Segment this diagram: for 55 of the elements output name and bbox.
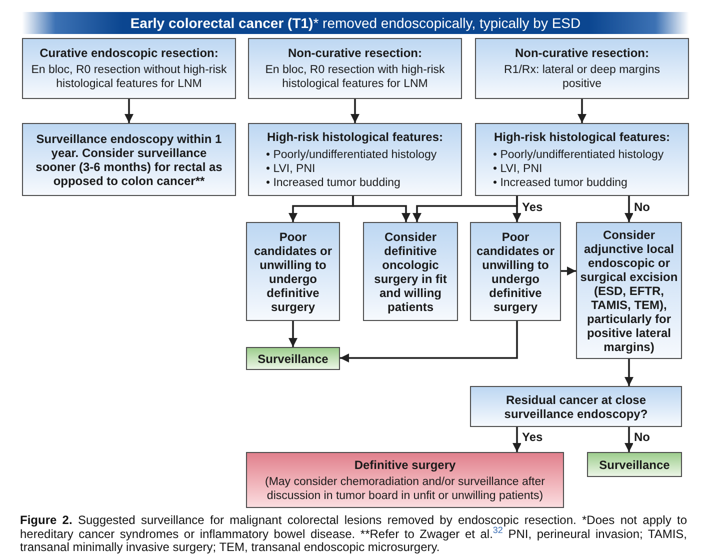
outcome-box	[587, 452, 682, 477]
figure-caption: Figure 2. Suggested surveillance for malignant colorectal lesions removed by endoscopic resection. *Does not apply to hereditary cancer syndromes or inflammatory bowel disease. **Refer to Zwager et al.$^{32}$ PNI, perineural invasion; TAMIS, transanal minimally invasive surgery; TEM, transanal endoscopic microsurgery.	[20, 514, 687, 554]
bullet-item: • Poorly/undifferentiated histology	[493, 148, 665, 162]
box-label: Residual cancer at close surveillance endoscopy?	[503, 392, 649, 420]
box-label: Surveillance	[599, 458, 670, 472]
title-banner: Early colorectal cancer (T1)* removed endoscopically, typically by ESD	[22, 12, 689, 34]
bullet-item: • Increased tumor budding	[266, 176, 402, 190]
box-label: Surveillance	[258, 352, 328, 366]
box-heading: Non-curative resection:	[514, 46, 650, 60]
box-label: Poor candidates or unwilling to undergo definitive surgery	[475, 230, 556, 314]
arrow	[512, 196, 522, 222]
edge-label: Yes	[521, 430, 544, 444]
arrow	[561, 266, 576, 276]
arrow	[512, 427, 522, 452]
box-label: Consider definitive oncologic surgery in fit and willing patients	[373, 230, 448, 314]
box-text: En bloc, R0 resection with high-risk histological features for LNM	[264, 63, 446, 91]
bullet-item: • LVI, PNI	[493, 162, 544, 176]
box-text: (May consider chemoradiation and/or surveillance after discussion in tumor board in unfit or unwilling patients)	[264, 474, 546, 502]
edge-label: No	[633, 200, 651, 214]
process-box	[22, 38, 236, 99]
arrow	[578, 99, 586, 123]
outcome-box	[246, 347, 340, 370]
process-box	[470, 386, 682, 427]
process-box	[475, 123, 689, 196]
process-box	[475, 38, 689, 99]
arrow	[352, 196, 410, 222]
outcome-box	[246, 452, 564, 508]
arrow	[624, 359, 634, 386]
process-box	[248, 123, 462, 196]
box-text: En bloc, R0 resection without high-risk histological features for LNM	[30, 63, 228, 91]
edge-label: Yes	[521, 200, 544, 214]
arrow	[288, 321, 298, 347]
box-label: Consider adjunctive local endoscopic or surgical excision (ESD, EFTR, TAMIS, TEM), particularly for positive lateral margins)	[579, 228, 679, 354]
box-heading: Curative endoscopic resection:	[40, 46, 218, 60]
edge-label: No	[633, 430, 651, 444]
process-box	[22, 123, 236, 196]
process-box	[248, 38, 462, 99]
box-label: Poor candidates or unwilling to undergo definitive surgery	[252, 230, 334, 314]
box-heading: High-risk histological features:	[266, 130, 444, 144]
arrow	[624, 427, 634, 452]
bullet-item: • Poorly/undifferentiated histology	[266, 148, 438, 162]
arrow	[350, 99, 360, 123]
box-label: Surveillance endoscopy within 1 year. Consider surveillance sooner (3-6 months) for rectal as opposed to colon cancer**	[35, 132, 223, 188]
process-box	[363, 222, 458, 321]
box-text: R1/Rx: lateral or deep margins positive	[503, 63, 661, 91]
bullet-item: • Increased tumor budding	[493, 176, 628, 190]
box-heading: Non-curative resection:	[288, 46, 422, 60]
bullet-item: • LVI, PNI	[266, 162, 316, 176]
arrow	[124, 99, 134, 123]
arrow	[340, 321, 518, 362]
process-box	[246, 222, 340, 321]
process-box	[470, 222, 561, 321]
box-heading: Definitive surgery	[354, 458, 456, 472]
arrow	[624, 196, 634, 222]
box-heading: High-risk histological features:	[494, 130, 670, 144]
